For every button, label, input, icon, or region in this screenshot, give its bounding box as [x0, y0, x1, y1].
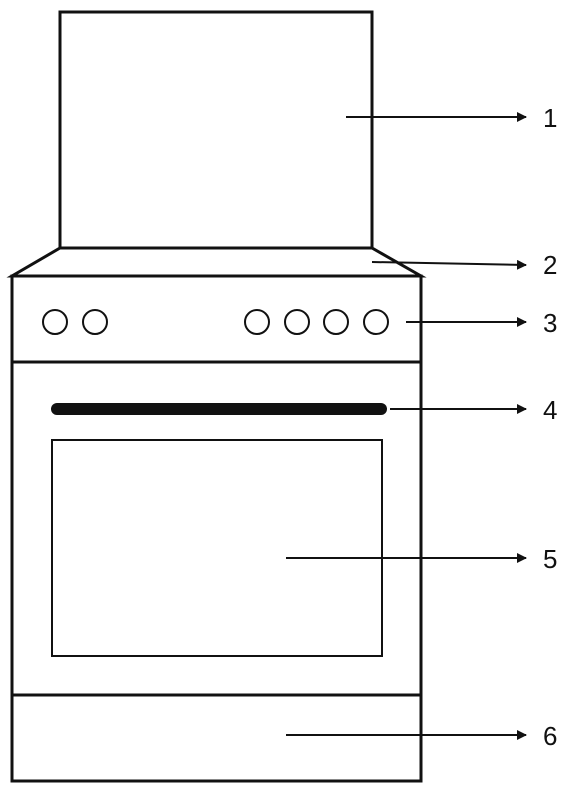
stove-body — [10, 274, 423, 783]
knob-icon — [82, 309, 108, 335]
callout-label-6: 6 — [543, 721, 557, 751]
stove-lid — [58, 10, 374, 250]
callout-label-2: 2 — [543, 250, 557, 280]
callout-label-1: 1 — [543, 103, 557, 133]
knob-icon — [323, 309, 349, 335]
callout-arrow-2 — [371, 259, 527, 270]
knob-icon — [284, 309, 310, 335]
knob-icon — [363, 309, 389, 335]
cooktop-surface — [6, 246, 427, 278]
callout-label-5: 5 — [543, 544, 557, 574]
knob-icon — [42, 309, 68, 335]
knob-icon — [244, 309, 270, 335]
callout-label-3: 3 — [543, 308, 557, 338]
oven-door-window — [51, 439, 383, 657]
callout-label-4: 4 — [543, 395, 557, 425]
